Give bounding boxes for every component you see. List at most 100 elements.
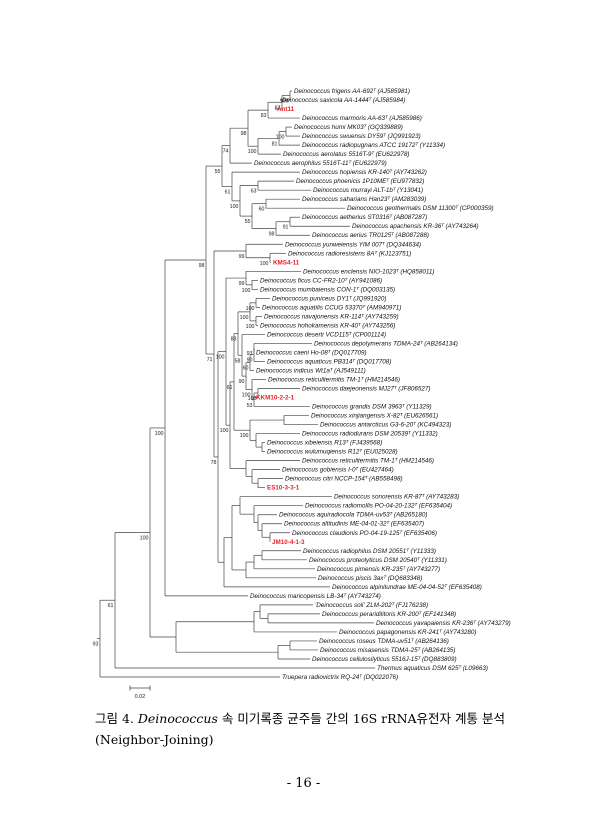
bootstrap-value: 100 xyxy=(216,355,225,361)
taxon-label: Deinococcus roseus TDMA-uv51ᵀ (AB264136) xyxy=(319,638,449,645)
bootstrap-value: 99 xyxy=(239,254,245,260)
bootstrap-value: 93 xyxy=(247,351,253,357)
taxon-label: Deinococcus piscis 3axᵀ (DQ683348) xyxy=(318,575,422,582)
bootstrap-value: 90 xyxy=(247,358,253,364)
bootstrap-value: 83 xyxy=(261,113,267,119)
taxon-label: Deinococcus saxicola AA-1444ᵀ (AJ585984) xyxy=(282,97,405,104)
isolate-label: KKM10-2-2-1 xyxy=(256,395,295,402)
caption-rest: 속 미기록종 균주들 간의 16S rRNA유전자 계통 분석 (Neighbo… xyxy=(95,711,505,747)
taxon-label: Deinococcus mumbaiensis CON-1ᵀ (DQ003135… xyxy=(260,286,395,293)
bootstrap-value: 71 xyxy=(207,357,213,363)
taxon-label: Deinococcus radiopugnans ATCC 19172ᵀ (Y1… xyxy=(302,142,445,149)
taxon-label: Deinococcus radioresistens 8Aᵀ (KJ123751… xyxy=(288,250,411,257)
taxon-label: Deinococcus yunweiensis YIM 007ᵀ (DQ3446… xyxy=(285,241,421,248)
bootstrap-value: 100 xyxy=(248,396,257,402)
scale-bar-label: 0.02 xyxy=(135,694,146,700)
scale-bar: 0.02 xyxy=(129,685,151,700)
tree-branches xyxy=(97,90,375,678)
bootstrap-value: 60 xyxy=(243,366,249,372)
taxon-label: Deinococcus gobiensis I-0ᵀ (EU427464) xyxy=(282,467,394,474)
taxon-label: Deinococcus cellulosilyticus 5516J-15ᵀ (… xyxy=(312,656,457,663)
bootstrap-value: 87 xyxy=(275,105,281,111)
taxon-label: Deinococcus reticulitermitis TM-1ᵀ (HM21… xyxy=(302,458,434,465)
isolate-label: JM10-4-1-3 xyxy=(272,539,305,546)
taxon-label: Deinococcus claudionis PO-04-19-125ᵀ (EF… xyxy=(292,530,437,537)
bootstrap-value: 98 xyxy=(199,263,205,269)
caption-prefix: 그림 4. xyxy=(95,711,138,726)
taxon-label: Deinococcus proteolyticus DSM 20540ᵀ (Y1… xyxy=(309,557,447,564)
bootstrap-value: 100 xyxy=(155,431,164,437)
bootstrap-value: 99 xyxy=(239,281,245,287)
bootstrap-value: 58 xyxy=(235,358,241,364)
bootstrap-value: 100 xyxy=(242,393,251,399)
bootstrap-value: 81 xyxy=(272,141,278,147)
taxon-label: Truepera radiovictrix RQ-24ᵀ (DQ022076) xyxy=(282,674,398,681)
taxon-label: Deinococcus humi MK03ᵀ (GQ339889) xyxy=(294,124,403,131)
bootstrap-value: 100 xyxy=(240,315,249,321)
taxon-label: Deinococcus ficus CC-FR2-10ᵀ (AY941086) xyxy=(260,277,382,284)
taxon-label: Deinococcus radiomollis PO-04-20-132ᵀ (E… xyxy=(305,503,452,510)
figure-caption: 그림 4. Deinococcus 속 미기록종 균주들 간의 16S rRNA… xyxy=(95,708,545,750)
bootstrap-value: 60 xyxy=(259,207,265,213)
taxon-label: Deinococcus hohokamensis KR-40ᵀ (AY74325… xyxy=(260,322,395,329)
taxon-label: Deinococcus misasensis TDMA-25ᵀ (AB26413… xyxy=(320,647,456,654)
taxon-label: Deinococcus papagonensis KR-241ᵀ (AY7432… xyxy=(339,629,477,636)
taxon-label: Deinococcus radiodurans DSM 20539ᵀ (Y113… xyxy=(302,431,438,438)
taxon-label: Deinococcus xinjiangensis X-82ᵀ (EU62656… xyxy=(311,413,438,420)
taxon-label: Deinococcus navajonensis KR-114ᵀ (AY7432… xyxy=(264,313,399,320)
bootstrap-value: 100 xyxy=(246,324,255,330)
bootstrap-value: 53 xyxy=(247,403,253,409)
taxon-label: Deinococcus yavapaiensis KR-236ᵀ (AY7432… xyxy=(376,620,511,627)
taxon-label: Deinococcus wulumuqiensis R12ᵀ (EU025028… xyxy=(267,449,398,456)
bootstrap-value: 98 xyxy=(269,231,275,237)
bootstrap-value: 91 xyxy=(283,225,289,231)
taxon-label: Deinococcus marmoris AA-63ᵀ (AJ585986) xyxy=(302,115,422,122)
bootstrap-value: 100 xyxy=(220,428,229,434)
bootstrap-value: 100 xyxy=(242,288,251,294)
taxon-label: Deinococcus hopiensis KR-140ᵀ (AY743262) xyxy=(302,169,427,176)
taxon-label: Deinococcus xibeiensis R13ᵀ (FJ439568) xyxy=(267,440,382,447)
isolate-label: ES10-3-3-1 xyxy=(267,485,300,492)
taxon-label: Deinococcus caeni Ho-08ᵀ (DQ017709) xyxy=(256,349,367,356)
taxon-label: Deinococcus aerius TR0125ᵀ (AB087288) xyxy=(312,232,429,239)
bootstrap-value: 61 xyxy=(108,603,114,609)
bootstrap-value: 100 xyxy=(230,204,239,210)
bootstrap-value: 100 xyxy=(260,261,269,267)
taxon-label: Deinococcus puniceus DY1ᵀ (JQ991920) xyxy=(272,295,387,302)
bootstrap-value: 100 xyxy=(276,135,285,141)
taxon-label: Deinococcus aquatilis CCUG 53370ᵀ (AM940… xyxy=(262,304,401,311)
taxon-label: Deinococcus murrayi ALT-1bᵀ (Y13041) xyxy=(313,187,423,194)
taxon-label: Deinococcus aquaticus PB314ᵀ (DQ017708) xyxy=(267,358,391,365)
taxon-label: Deinococcus swuensis DY59ᵀ (JQ991923) xyxy=(302,133,421,140)
taxon-label: Deinococcus saharians Han23ᵀ (AM283039) xyxy=(302,196,426,203)
taxon-label: Deinococcus indicus Wt1aᵀ (AJ549111) xyxy=(256,367,366,374)
bootstrap-value: 61 xyxy=(225,190,231,196)
taxon-label: Deinococcus pimensis KR-235ᵀ (AY743277) xyxy=(317,566,440,573)
bootstrap-value: 93 xyxy=(93,642,99,648)
taxon-label: Deinococcus daejeonensis MJ27ᵀ (JF806527… xyxy=(302,386,431,393)
bootstrap-value: 90 xyxy=(239,379,245,385)
taxon-label: Deinococcus sonorensis KR-87ᵀ (AY743283) xyxy=(334,494,459,501)
taxon-label: Deinococcus grandis DSM 3963ᵀ (Y11329) xyxy=(312,404,432,411)
taxon-label: Deinococcus apachensis KR-36ᵀ (AY743264) xyxy=(352,223,479,230)
bootstrap-value: 61 xyxy=(227,385,233,391)
taxon-label: Deinococcus phoenicis 1P10MEᵀ (EU977832) xyxy=(296,178,425,185)
bootstrap-value: 100 xyxy=(248,149,257,155)
page-number: - 16 - xyxy=(286,776,321,791)
bootstrap-value: 55 xyxy=(215,169,221,175)
taxon-label: Deinococcus aerophilus 5516T-11ᵀ (EU6229… xyxy=(254,160,387,167)
isolate-label: KMS4-11 xyxy=(273,259,300,266)
bootstrap-value: 55 xyxy=(245,219,251,225)
taxon-label: Deinococcus aetherius ST0316ᵀ (AB087287) xyxy=(302,214,427,221)
taxon-label: Deinococcus radiophilus DSM 20551ᵀ (Y113… xyxy=(303,548,436,555)
bootstrap-value: 100 xyxy=(240,433,249,439)
taxon-label: Deinococcus deserti VCD115ᵀ (CP001114) xyxy=(267,331,386,338)
taxon-label: Deinococcus depolymerans TDMA-24ᵀ (AB264… xyxy=(314,340,458,347)
taxon-label: Deinococcus reticulitermitis TM-1ᵀ (HM21… xyxy=(268,376,400,383)
taxon-label: Deinococcus altitudinis ME-04-01-32ᵀ (EF… xyxy=(284,521,424,528)
bootstrap-value: 78 xyxy=(211,460,217,466)
caption-genus: Deinococcus xyxy=(137,711,218,726)
bootstrap-value: 98 xyxy=(241,131,247,137)
taxon-label: Deinococcus aerolatus 5516T-9ᵀ (EU622978… xyxy=(283,151,410,158)
taxon-label: Deinococcus geothermalis DSM 11300ᵀ (CP0… xyxy=(347,205,494,212)
